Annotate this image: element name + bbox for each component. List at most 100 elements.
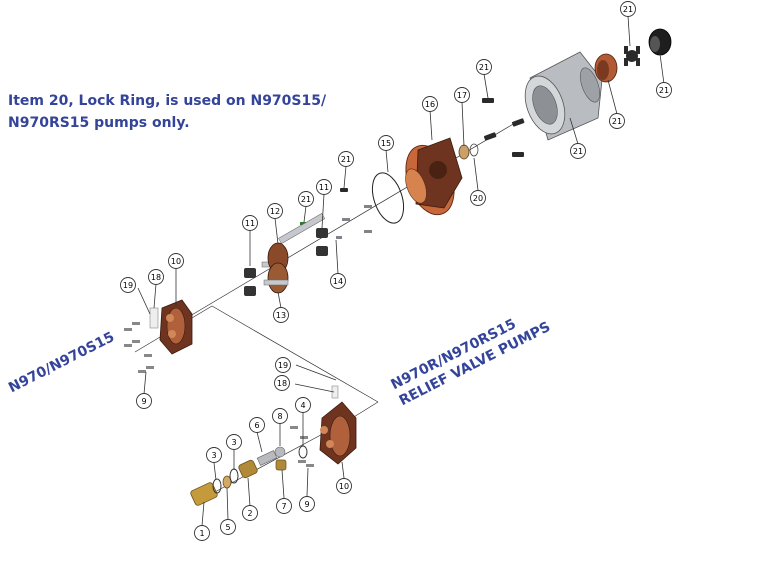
callout-11: 11 xyxy=(316,179,332,195)
svg-text:1: 1 xyxy=(199,529,204,538)
bushing-d xyxy=(244,286,256,296)
callout-19: 19 xyxy=(275,357,291,373)
svg-text:4: 4 xyxy=(300,401,305,410)
drive-shaft xyxy=(278,213,326,244)
svg-text:17: 17 xyxy=(457,91,467,100)
callout-8: 8 xyxy=(272,408,288,424)
callout-21: 21 xyxy=(609,113,625,129)
callout-18: 18 xyxy=(148,269,164,285)
callout-3: 3 xyxy=(206,447,222,463)
svg-text:9: 9 xyxy=(304,500,309,509)
callout-9: 9 xyxy=(299,496,315,512)
svg-text:3: 3 xyxy=(231,438,236,447)
bushings-lower xyxy=(244,268,256,296)
relief-valve-parts xyxy=(190,445,308,506)
svg-text:15: 15 xyxy=(381,139,391,148)
idler-gear xyxy=(267,262,289,294)
callouts: 21 21 21 21 21 21 21 17 16 20 15 11 11 1… xyxy=(120,1,672,541)
adjusting-screw xyxy=(238,459,258,479)
poppet-ball xyxy=(274,446,286,458)
bolt-21-c xyxy=(511,118,525,127)
coupling-hub-copper xyxy=(594,53,618,83)
plug-7 xyxy=(275,459,287,471)
callout-7: 7 xyxy=(276,498,292,514)
svg-text:14: 14 xyxy=(333,277,343,286)
callout-4: 4 xyxy=(295,397,311,413)
cap-nut xyxy=(190,482,218,506)
bushing-c xyxy=(244,268,256,278)
svg-text:21: 21 xyxy=(341,155,351,164)
bolt-21-b xyxy=(483,132,497,141)
svg-text:19: 19 xyxy=(123,281,133,290)
callout-10: 10 xyxy=(336,478,352,494)
callout-5: 5 xyxy=(220,519,236,535)
callout-6: 6 xyxy=(249,417,265,433)
cover-screws xyxy=(336,205,372,239)
spring xyxy=(256,450,278,466)
svg-text:21: 21 xyxy=(612,117,622,126)
bolt-21-e xyxy=(340,188,348,192)
callout-9: 9 xyxy=(136,393,152,409)
svg-text:7: 7 xyxy=(281,502,286,511)
svg-text:9: 9 xyxy=(141,397,146,406)
svg-text:21: 21 xyxy=(301,195,311,204)
callout-10: 10 xyxy=(168,253,184,269)
svg-text:10: 10 xyxy=(339,482,349,491)
coupling-hub-black xyxy=(648,28,672,56)
svg-text:21: 21 xyxy=(573,147,583,156)
callout-21: 21 xyxy=(298,191,314,207)
idler-shaft-b xyxy=(263,279,289,286)
relief-leader-upper xyxy=(211,305,379,403)
callout-leaders xyxy=(137,15,665,527)
relief-axis-line xyxy=(199,429,331,501)
callout-11: 11 xyxy=(242,215,258,231)
svg-text:18: 18 xyxy=(151,273,161,282)
svg-text:21: 21 xyxy=(623,5,633,14)
o-ring xyxy=(371,172,405,224)
screw-a xyxy=(364,205,372,208)
o-ring-4 xyxy=(298,445,308,459)
head-bolts-standard xyxy=(124,322,154,373)
callout-21: 21 xyxy=(338,151,354,167)
screw-b xyxy=(342,218,350,221)
seal-plate-relief xyxy=(331,385,339,399)
svg-text:20: 20 xyxy=(473,194,483,203)
callout-21: 21 xyxy=(620,1,636,17)
callout-1: 1 xyxy=(194,525,210,541)
head-bolts-relief xyxy=(290,426,314,467)
seal-plate-standard xyxy=(149,307,159,329)
svg-text:8: 8 xyxy=(277,412,282,421)
note-line-2: N970RS15 pumps only. xyxy=(8,115,190,131)
bushing-a xyxy=(316,228,328,238)
svg-text:11: 11 xyxy=(319,183,329,192)
svg-text:11: 11 xyxy=(245,219,255,228)
pump-head-standard xyxy=(159,299,193,355)
callout-18: 18 xyxy=(274,375,290,391)
screw-d xyxy=(336,236,342,239)
main-axis-line xyxy=(189,119,521,317)
svg-text:21: 21 xyxy=(659,86,669,95)
coupling-spider xyxy=(624,46,640,66)
bushings-upper xyxy=(300,222,328,256)
callout-13: 13 xyxy=(273,307,289,323)
callout-21: 21 xyxy=(570,143,586,159)
callout-21: 21 xyxy=(656,82,672,98)
svg-text:21: 21 xyxy=(479,63,489,72)
svg-text:19: 19 xyxy=(278,361,288,370)
screw-c xyxy=(364,230,372,233)
svg-text:2: 2 xyxy=(247,509,252,518)
motor-adapter xyxy=(524,51,603,141)
callout-14: 14 xyxy=(330,273,346,289)
svg-text:16: 16 xyxy=(425,100,435,109)
o-ring-3a xyxy=(212,478,222,494)
bolt-21-a xyxy=(482,98,494,103)
callout-2: 2 xyxy=(242,505,258,521)
callout-21: 21 xyxy=(476,59,492,75)
gear-set xyxy=(261,213,326,294)
bushing-b xyxy=(316,246,328,256)
svg-text:18: 18 xyxy=(277,379,287,388)
svg-text:10: 10 xyxy=(171,257,181,266)
callout-19: 19 xyxy=(120,277,136,293)
callout-20: 20 xyxy=(470,190,486,206)
